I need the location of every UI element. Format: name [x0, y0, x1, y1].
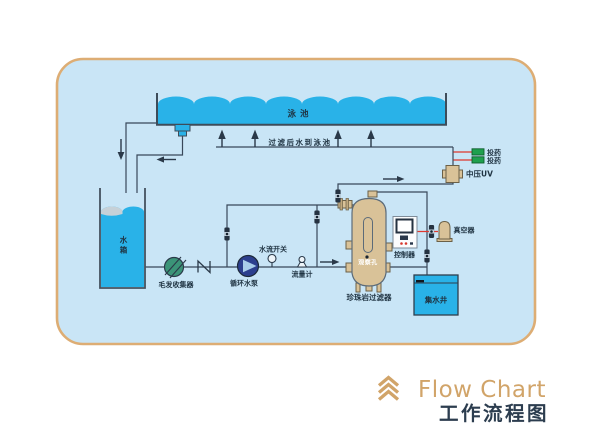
tank-walls: [99, 188, 146, 289]
filter-label: 珍珠岩过滤器: [347, 292, 392, 302]
pump-label: 循环水泵: [230, 279, 258, 288]
vacuum-capsule: [438, 220, 451, 240]
controller-label: 控制器: [394, 250, 416, 259]
arrow-left-icon: [156, 156, 176, 163]
pipe-bypass-top: [226, 204, 356, 267]
controller-led: [400, 242, 403, 245]
uv-body: [445, 165, 460, 183]
flow-switch: 水流开关: [259, 245, 287, 267]
tank-water-foam: [101, 206, 123, 216]
well-label: 集水井: [424, 295, 448, 305]
controller-screen: [395, 218, 414, 234]
filter-outlet-stub: [367, 190, 378, 198]
controller: 控制器: [392, 216, 438, 259]
arrow-down-icon: [117, 139, 125, 160]
water-tank: 水 箱: [99, 188, 146, 289]
flow-meter: 流量计: [292, 255, 313, 279]
perlite-filter: 观察孔 珍珠岩过滤器: [337, 190, 393, 302]
brand-title-zh: 工作流程图: [439, 402, 549, 425]
filter-inlet-stub: [337, 200, 353, 209]
uv-label: 中压UV: [466, 169, 493, 179]
uv-unit: 中压UV: [442, 165, 493, 183]
pool-label: 泳池: [287, 109, 312, 120]
arrow-up-icon: [367, 129, 375, 147]
skimmer-neck: [178, 130, 187, 137]
tank-label-char1: 水: [120, 235, 128, 245]
uv-tab: [458, 169, 463, 179]
tank-label-char2: 箱: [120, 245, 128, 255]
well-mark: [416, 280, 424, 283]
check-valve-icon: [197, 259, 211, 275]
arrow-up-icon: [334, 129, 342, 147]
valve-icon: [428, 225, 435, 238]
filter-inlet-flange-plate: [339, 198, 343, 211]
tank-water: [101, 206, 144, 287]
collection-well: 集水井: [413, 274, 459, 316]
filter-sight-glass: [363, 217, 373, 253]
vacuum-unit: 真空器: [436, 220, 476, 242]
hair-collector-label: 毛发收集器: [159, 280, 195, 289]
valve-icon: [424, 249, 430, 263]
brand-title-en: Flow Chart: [418, 377, 546, 403]
pipe-pool-to-tank: [125, 122, 157, 193]
sight-hole-label: 观察孔: [358, 259, 378, 267]
valve-icon: [224, 227, 230, 241]
filter-dot: [365, 255, 369, 259]
dosing-label-2: 投药: [487, 156, 501, 165]
triple-chevron-up-icon: [377, 375, 400, 401]
hair-collector: 毛发收集器: [159, 256, 195, 289]
dosing-label-1: 投药: [487, 148, 501, 157]
arrow-up-icon: [218, 129, 226, 147]
valve-icon: [314, 210, 320, 224]
vacuum-label: 真空器: [454, 226, 476, 235]
skimmer-box: [174, 124, 191, 132]
pool: 泳池: [156, 93, 447, 137]
dosing-pump-icon: [471, 156, 485, 164]
dosing-pump-icon: [471, 148, 485, 156]
flow-arrows: [117, 129, 405, 265]
pool-water: [158, 96, 446, 125]
uv-tab: [442, 169, 447, 179]
pipe-skimmer-to-tank: [136, 136, 184, 193]
pool-walls: [156, 93, 447, 126]
flow-switch-label: 水流开关: [259, 245, 287, 254]
filtered-water-label: 过滤后水到泳池: [269, 137, 332, 147]
filter-inlet-flange-plate: [345, 198, 349, 211]
arrow-right-icon: [320, 259, 340, 265]
controller-led: [404, 242, 408, 245]
flow-meter-label: 流量计: [292, 270, 313, 279]
arrow-right-icon: [383, 176, 405, 182]
valve-icon: [335, 189, 341, 203]
dosing-points: 投药 投药: [453, 148, 501, 165]
brand-block: Flow Chart 工作流程图: [377, 375, 549, 425]
controller-keypad: [400, 235, 408, 240]
arrow-up-icon: [251, 129, 259, 147]
circulation-pump: 循环水泵: [230, 254, 260, 288]
controller-button: [410, 242, 413, 245]
